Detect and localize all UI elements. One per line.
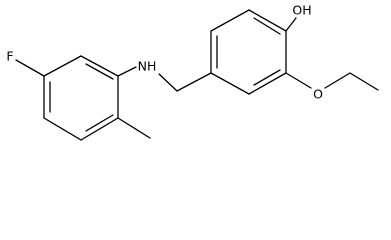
fluorine-label: F — [6, 49, 13, 64]
fluorotoluene-ring — [43, 55, 119, 141]
ethoxyphenol-ring — [210, 9, 287, 95]
c-oh-bond — [285, 17, 297, 32]
methyl-bond — [117, 117, 151, 139]
c-o-bond — [285, 72, 312, 89]
ch2-aryl-bond — [176, 72, 212, 92]
o-ch2-bond — [324, 72, 351, 89]
ether-oxygen-label: O — [313, 87, 323, 102]
aryl-n-bond — [117, 66, 137, 77]
chemical-structure-diagram: F NH OH O — [6, 3, 379, 141]
c-f-bond — [15, 59, 45, 77]
hydroxyl-label: OH — [292, 3, 311, 18]
ethyl-bond — [349, 72, 379, 91]
amine-label: NH — [138, 59, 157, 74]
n-ch2-bond — [158, 73, 178, 92]
